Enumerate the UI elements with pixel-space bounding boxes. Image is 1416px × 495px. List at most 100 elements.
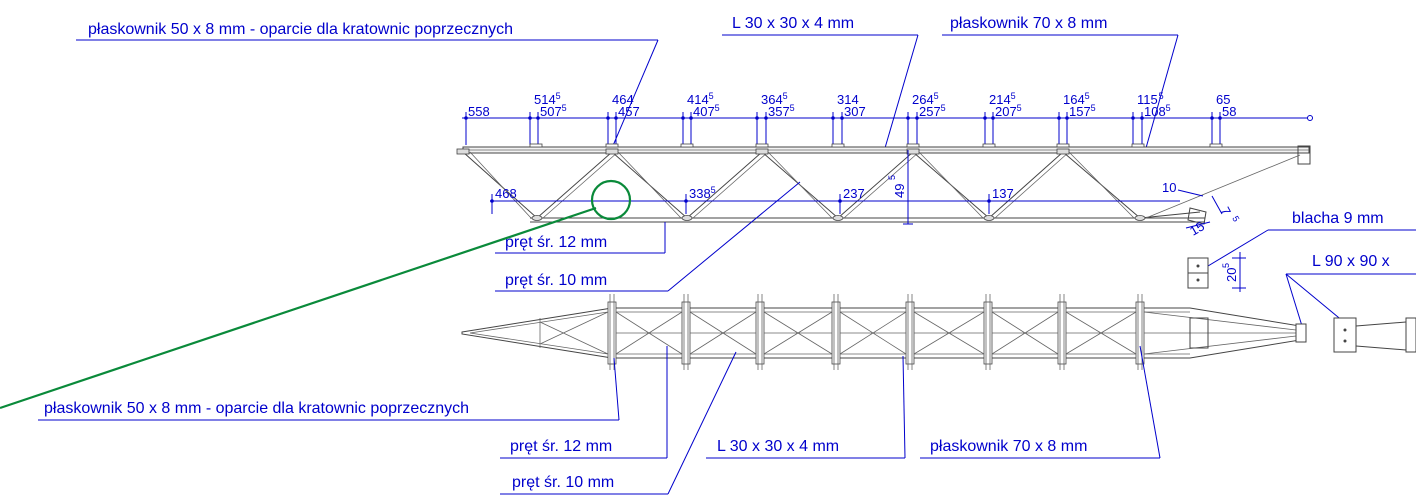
- top-dim-label: 115: [1137, 92, 1158, 107]
- top-dim-sup: 5: [562, 103, 567, 113]
- label-top-flat50: płaskownik 50 x 8 mm - oparcie dla krato…: [88, 21, 513, 38]
- callout-bot-flat50: płaskownik 50 x 8 mm - oparcie dla krato…: [38, 357, 620, 421]
- bottom-dim-tick: 237: [838, 186, 865, 214]
- height-dim-value: 49: [892, 184, 907, 198]
- top-dim-label: 314: [837, 92, 859, 107]
- dim-10: 10: [1162, 180, 1176, 195]
- callout-rod12: pręt śr. 12 mm: [495, 222, 666, 254]
- top-dim-label: 407: [693, 104, 715, 119]
- label-rod12: pręt śr. 12 mm: [505, 234, 607, 251]
- label-top-angle: L 30 x 30 x 4 mm: [732, 15, 854, 32]
- callout-bot-rod12: pręt śr. 12 mm: [500, 346, 668, 459]
- top-dim-label: 507: [540, 104, 562, 119]
- highlight-circle: [590, 179, 632, 221]
- top-dim-label: 414: [687, 92, 709, 107]
- top-dim-label: 257: [919, 104, 941, 119]
- callout-bot-angle: L 30 x 30 x 4 mm: [706, 355, 906, 459]
- label-rod10: pręt śr. 10 mm: [505, 272, 607, 289]
- label-angle90: L 90 x 90 x: [1312, 253, 1390, 270]
- top-dim-sup: 5: [709, 91, 714, 101]
- top-dim-sup: 5: [941, 103, 946, 113]
- top-dim-tick: 65: [1210, 92, 1230, 145]
- top-dim-sup: 5: [556, 91, 561, 101]
- top-dim-label: 157: [1069, 104, 1091, 119]
- top-dim-label: 207: [995, 104, 1017, 119]
- callout-bot-flat70: płaskownik 70 x 8 mm: [920, 345, 1161, 459]
- callout-angle90: L 90 x 90 x: [1285, 253, 1416, 353]
- side-view-truss: [456, 143, 1311, 225]
- bottom-dim-label: 237: [843, 186, 865, 201]
- top-dim-label: 65: [1216, 92, 1230, 107]
- end-detail-dims: 10 7 5 15: [1162, 180, 1241, 239]
- label-bot-angle: L 30 x 30 x 4 mm: [717, 438, 839, 455]
- top-dim-label: 214: [989, 92, 1011, 107]
- top-dim-sup: 5: [1159, 91, 1164, 101]
- dim-7-sup: 5: [1230, 214, 1241, 223]
- top-dim-tick: 457: [614, 104, 640, 145]
- top-dim-label: 108: [1144, 104, 1166, 119]
- top-dim-label: 558: [468, 104, 490, 119]
- highlight-pointer: [0, 206, 597, 410]
- top-dim-tick: 58: [1218, 104, 1236, 145]
- top-dim-tick: 307: [840, 104, 866, 145]
- callout-top-flat50: płaskownik 50 x 8 mm - oparcie dla krato…: [76, 21, 659, 149]
- top-dim-label: 264: [912, 92, 934, 107]
- label-bot-flat50: płaskownik 50 x 8 mm - oparcie dla krato…: [44, 400, 469, 417]
- dim-20-sup: 5: [1221, 263, 1231, 268]
- plan-view-truss: [461, 294, 1307, 370]
- highlight-marker: [0, 179, 632, 410]
- callout-plate9: blacha 9 mm 20 5: [1187, 210, 1416, 292]
- height-dimension: 49 5: [887, 150, 913, 225]
- top-dim-tick: 464: [606, 92, 634, 145]
- top-dim-label: 457: [618, 104, 640, 119]
- dim-15: 15: [1187, 218, 1207, 238]
- top-dim-sup: 5: [790, 103, 795, 113]
- top-dim-label: 464: [612, 92, 634, 107]
- top-dim-sup: 5: [715, 103, 720, 113]
- top-dim-label: 357: [768, 104, 790, 119]
- top-dim-label: 364: [761, 92, 783, 107]
- bottom-dim-label: 338: [689, 186, 711, 201]
- top-dim-label: 307: [844, 104, 866, 119]
- top-dim-label: 514: [534, 92, 556, 107]
- top-dim-sup: 5: [783, 91, 788, 101]
- top-dim-tick: 314: [831, 92, 859, 145]
- label-bot-rod10: pręt śr. 10 mm: [512, 474, 614, 491]
- label-plate9: blacha 9 mm: [1292, 210, 1384, 227]
- callout-bot-rod10: pręt śr. 10 mm: [500, 351, 737, 495]
- callout-top-angle: L 30 x 30 x 4 mm: [722, 15, 919, 149]
- top-dim-sup: 5: [1011, 91, 1016, 101]
- dim-20: 20: [1224, 268, 1239, 282]
- label-bot-rod12: pręt śr. 12 mm: [510, 438, 612, 455]
- label-top-flat70: płaskownik 70 x 8 mm: [950, 15, 1107, 32]
- bottom-dim-sup: 5: [711, 185, 716, 195]
- height-dim-sup: 5: [887, 175, 897, 180]
- top-dim-label: 164: [1063, 92, 1085, 107]
- bottom-dim-tick: 137: [987, 186, 1014, 214]
- top-dim-tick: 558: [464, 104, 490, 145]
- callout-rod10: pręt śr. 10 mm: [495, 181, 801, 292]
- top-dim-sup: 5: [934, 91, 939, 101]
- top-dim-sup: 5: [1166, 103, 1171, 113]
- bottom-dim-tick: 468: [490, 186, 517, 214]
- bottom-dim-label: 468: [495, 186, 517, 201]
- label-bot-flat70: płaskownik 70 x 8 mm: [930, 438, 1087, 455]
- top-dim-sup: 5: [1091, 103, 1096, 113]
